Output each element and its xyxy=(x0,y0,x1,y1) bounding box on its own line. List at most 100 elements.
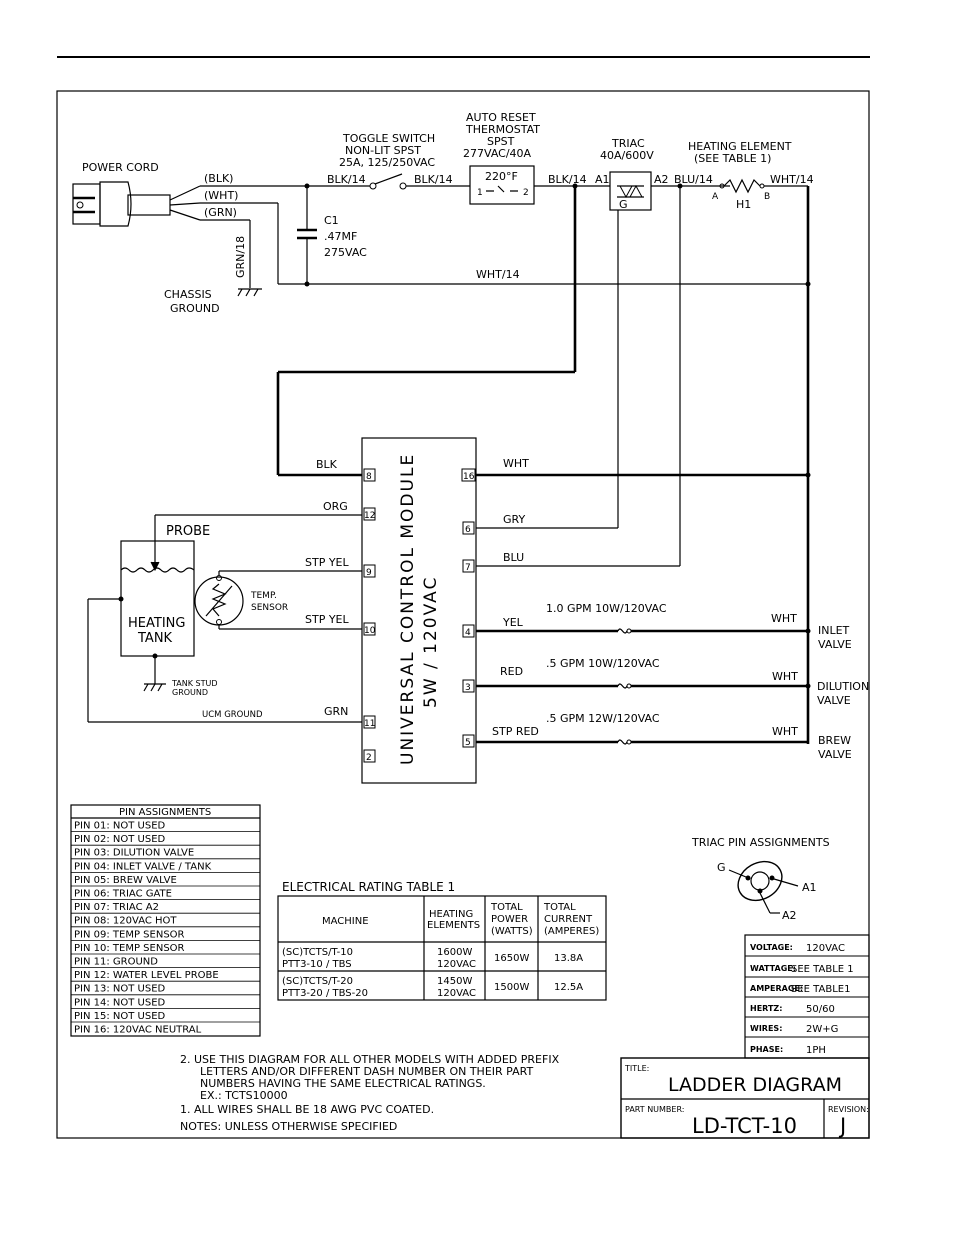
rating-table-title: ELECTRICAL RATING TABLE 1 xyxy=(282,880,455,894)
rating-row2-power: 1500W xyxy=(494,982,529,993)
title-label: TITLE: xyxy=(624,1064,649,1073)
rating-row1-current: 13.8A xyxy=(554,953,583,964)
rating-row2-heating-2: 120VAC xyxy=(437,988,476,999)
spec-value: 50/60 xyxy=(806,1004,835,1015)
spec-value: SEE TABLE1 xyxy=(791,984,850,995)
rating-row2-current: 12.5A xyxy=(554,982,583,993)
chassis-ground-label: CHASSIS xyxy=(164,288,212,301)
valve-coil-icon xyxy=(617,739,628,745)
spec-label: HERTZ: xyxy=(750,1004,782,1013)
triac-pins-title: TRIAC PIN ASSIGNMENTS xyxy=(691,836,830,849)
pin-assignment-row: PIN 14: NOT USED xyxy=(74,997,166,1008)
pin3-wire-label: RED xyxy=(500,665,523,678)
ucm-pin: 8 xyxy=(363,468,376,482)
rating-header-current-3: (AMPERES) xyxy=(544,926,599,937)
pin10-wire-label: STP YEL xyxy=(305,613,350,626)
pin-assignments-table: PIN ASSIGNMENTS xyxy=(70,804,261,1037)
universal-control-module xyxy=(361,437,477,784)
power-cord-label: POWER CORD xyxy=(82,161,159,174)
drawing-title: LADDER DIAGRAM xyxy=(668,1074,842,1096)
power-cord: POWER CORD (BLK) (WHT) (GRN) xyxy=(72,161,238,227)
wire-grn-label: (GRN) xyxy=(204,206,237,219)
svg-text:10: 10 xyxy=(364,626,376,636)
spec-label: AMPERAGE: xyxy=(750,984,803,993)
pin-assignment-row: PIN 08: 120VAC HOT xyxy=(74,916,177,927)
thermostat-line2: THERMOSTAT xyxy=(465,123,540,136)
chassis-ground-icon xyxy=(237,288,262,297)
brew-valve-name: BREW xyxy=(818,734,851,747)
dilution-valve-wire: WHT xyxy=(772,670,798,683)
pin8-wire-label: BLK xyxy=(316,458,338,471)
spec-value: 2W+G xyxy=(806,1024,838,1035)
svg-text:5: 5 xyxy=(465,738,471,748)
ucm-ground-label: UCM GROUND xyxy=(202,710,263,720)
toggle-switch-line3: 25A, 125/250VAC xyxy=(339,156,435,169)
rating-header-current-2: CURRENT xyxy=(544,914,593,925)
pin4-wire-label: YEL xyxy=(502,616,524,629)
triac-a1-label: A1 xyxy=(595,173,610,186)
rating-header-heating-2: ELEMENTS xyxy=(427,920,480,931)
valve-coil-icon xyxy=(617,628,628,634)
thermostat-term1: 1 xyxy=(477,188,483,198)
ucm-pin: 4 xyxy=(462,624,475,638)
pin-assignment-row: PIN 04: INLET VALVE / TANK xyxy=(74,861,212,872)
note2-line1: 2. USE THIS DIAGRAM FOR ALL OTHER MODELS… xyxy=(180,1053,560,1066)
note2-line4: EX.: TCTS10000 xyxy=(200,1089,288,1102)
pin-assignments-title: PIN ASSIGNMENTS xyxy=(119,807,211,818)
probe-label: PROBE xyxy=(166,524,210,539)
rating-row2-machine: (SC)TCTS/T-20 xyxy=(282,976,353,987)
svg-text:9: 9 xyxy=(366,568,372,578)
switch-contact xyxy=(369,182,377,190)
rating-header-power-2: POWER xyxy=(491,914,528,925)
dilution-valve-name: DILUTION xyxy=(817,680,869,693)
heating-element-out-wire-label: WHT/14 xyxy=(770,173,814,186)
rating-header-machine: MACHINE xyxy=(322,916,369,927)
triac-box xyxy=(609,171,652,211)
ucm-pin: 7 xyxy=(462,559,475,573)
ucm-pin: 5 xyxy=(462,734,475,748)
ucm-pin: 9 xyxy=(363,564,376,578)
pin-assignment-row: PIN 09: TEMP SENSOR xyxy=(74,929,185,940)
toggle-switch-line2: NON-LIT SPST xyxy=(345,144,421,157)
heating-tank-label-2: TANK xyxy=(137,631,173,646)
svg-text:16: 16 xyxy=(463,472,475,482)
triac-package-icon xyxy=(728,860,799,914)
svg-text:12: 12 xyxy=(364,511,375,521)
ucm-pin: 6 xyxy=(462,521,475,535)
thermostat-setting: 220°F xyxy=(485,170,518,183)
heating-tank-label: HEATING xyxy=(128,616,185,631)
triac-out-wire-label: BLU/14 xyxy=(674,173,713,186)
toggle-out-wire-label: BLK/14 xyxy=(414,173,453,186)
pin-assignment-row: PIN 01: NOT USED xyxy=(74,821,166,832)
pin7-wire-label: BLU xyxy=(503,551,524,564)
triac-pin-g: G xyxy=(717,861,726,874)
tank-ground-icon xyxy=(143,683,166,692)
triac-pin-a1: A1 xyxy=(802,881,817,894)
pin-assignment-row: PIN 10: TEMP SENSOR xyxy=(74,943,185,954)
grn-wire-label: GRN/18 xyxy=(234,236,247,278)
pin-assignment-row: PIN 07: TRIAC A2 xyxy=(74,902,159,913)
svg-text:6: 6 xyxy=(465,525,471,535)
thermostat-line1: AUTO RESET xyxy=(466,111,536,124)
thermostat-contact-icon xyxy=(486,185,518,193)
water-level-icon xyxy=(120,567,195,573)
thermostat-term2: 2 xyxy=(523,188,529,198)
triac-a2-label: A2 xyxy=(654,173,669,186)
inlet-valve-wire: WHT xyxy=(771,612,797,625)
ucm-pin: 11 xyxy=(363,715,376,729)
triac-label: TRIAC xyxy=(611,137,645,150)
ucm-pin: 10 xyxy=(363,622,376,636)
pin-assignment-row: PIN 11: GROUND xyxy=(74,957,158,968)
triac-gate-label: G xyxy=(619,198,628,211)
ucm-pin: 2 xyxy=(363,749,376,763)
heating-element-h1: H1 xyxy=(736,198,751,211)
thermostat-line4: 277VAC/40A xyxy=(463,147,532,160)
revision-label: REVISION: xyxy=(828,1105,869,1114)
tank-stud-ground-label-2: GROUND xyxy=(172,688,208,697)
part-number: LD-TCT-10 xyxy=(692,1114,797,1138)
rating-row2-machine-2: PTT3-20 / TBS-20 xyxy=(282,988,368,999)
switch-blade xyxy=(374,173,403,185)
heating-element-resistor-icon xyxy=(723,178,761,194)
pin-assignment-row: PIN 16: 120VAC NEUTRAL xyxy=(74,1025,202,1036)
